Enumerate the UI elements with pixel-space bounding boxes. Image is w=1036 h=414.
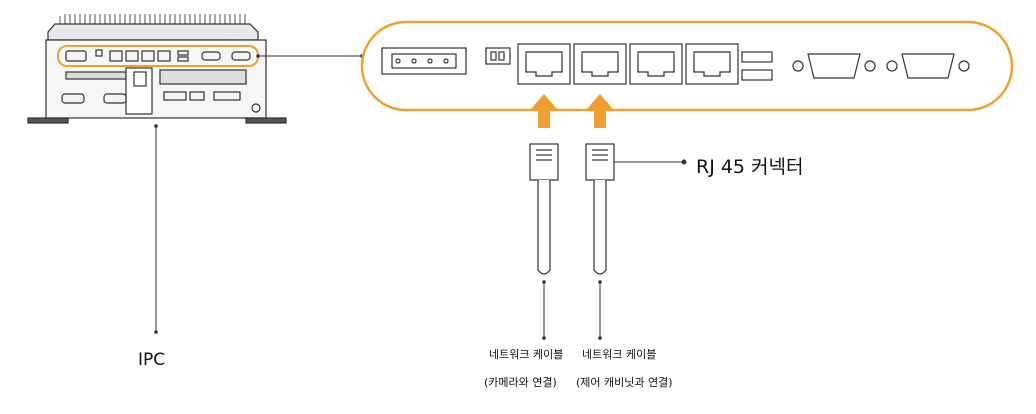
- db9-port-icon: [886, 53, 970, 79]
- cable2-label: 네트워크 케이블: [582, 348, 657, 361]
- rj45-connector-label: RJ 45 커넥터: [696, 156, 804, 178]
- rj45-port-icon: [517, 43, 571, 85]
- ipc-label: IPC: [138, 350, 166, 370]
- rj45-port-icon: [685, 43, 739, 85]
- cable1-sublabel: (카메라와 연결): [484, 376, 557, 389]
- ipc-device-icon: [27, 14, 287, 124]
- up-arrow-icon: [586, 94, 614, 128]
- dip-switch-icon: [485, 47, 511, 65]
- up-arrow-icon: [530, 94, 558, 128]
- rj45-port-icon: [573, 43, 627, 85]
- cable2-sublabel: (제어 캐비닛과 연결): [576, 376, 673, 389]
- usb-port-icon: [741, 51, 773, 81]
- terminal-block-icon: [381, 47, 467, 75]
- rj45-port-icon: [629, 43, 683, 85]
- network-cable-2: [585, 143, 615, 275]
- db9-port-icon: [792, 53, 876, 79]
- cooling-fins: [59, 14, 246, 24]
- cable1-label: 네트워크 케이블: [489, 348, 564, 361]
- network-cable-1: [529, 143, 559, 275]
